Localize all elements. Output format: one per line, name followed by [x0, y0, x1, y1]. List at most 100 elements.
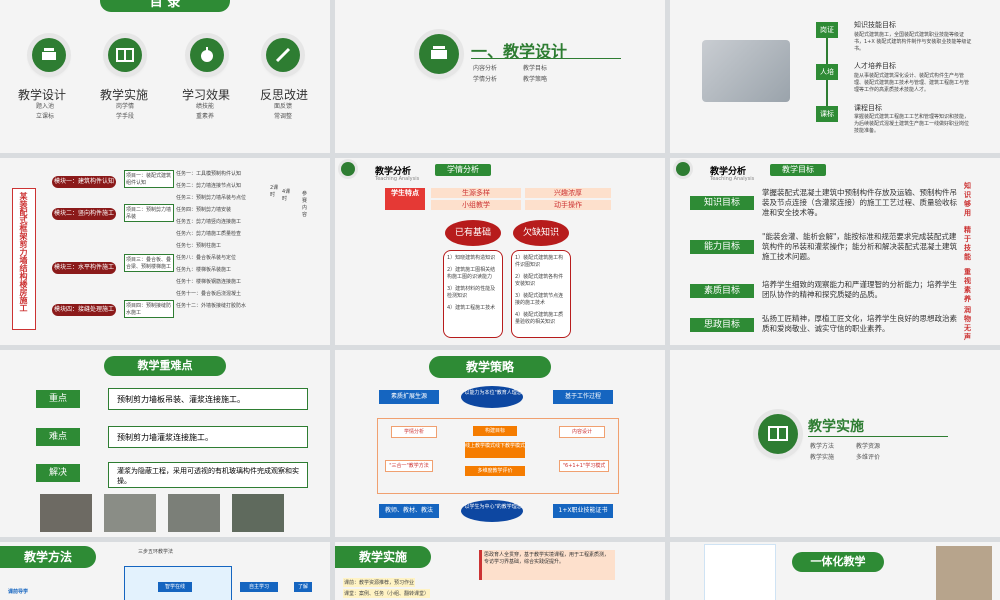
methods-note: 三步五环教学法 [138, 549, 174, 555]
contents-title: 目 录 [100, 0, 230, 12]
slide-learner-analysis[interactable]: 教学分析 学情分析 Teaching Analysis 学生特点 生源多样 兴趣… [335, 158, 665, 345]
module-1: 模块一：建筑构件认知 [52, 176, 116, 188]
bullet: 教学实施 [810, 454, 835, 461]
contents-item-3[interactable]: 学习效果 [182, 88, 231, 102]
writing-photo [702, 40, 790, 102]
bullet: 教学策略 [523, 76, 548, 83]
analysis-title: 教学分析 [710, 167, 747, 177]
goal-text: 装配式建筑施工，全国装配式建筑职业技能等级证书，1+X 装配式建筑构件制作与安装… [854, 32, 972, 52]
side-tag: 重视素养 [964, 268, 971, 303]
contents-sub: 重素养 [196, 113, 215, 120]
key-point-text: 预制剪力墙板吊装、灌浆连接施工。 [108, 388, 308, 410]
contents-sub: 常调整 [274, 113, 293, 120]
goal-ideology: 思政目标 [690, 318, 754, 332]
book-icon [108, 38, 142, 72]
strategy-node: 教师、教材、教法 [379, 504, 439, 518]
logo-dot [676, 162, 690, 176]
slide-module-structure[interactable]: 某装配式框架剪力墙结构楼房施工 模块一：建筑构件认知 模块二：竖向构件施工 模块… [0, 158, 330, 345]
lacking-list: 1）装配式建筑施工构件识图知识 2）装配式建筑各构件安装知识 3）装配式建筑节点… [511, 250, 571, 338]
goal-ability-text: "能装会灌、能析会解"，能按标准和规范要求完成装配式建筑构件的吊装和灌浆操作；能… [762, 232, 957, 261]
goal-knowledge-text: 掌握装配式混凝土建筑中预制构件存放及运输、预制构件吊装及节点连接（含灌浆连接）的… [762, 188, 957, 217]
contents-item-4[interactable]: 反思改进 [260, 88, 309, 102]
methods-label: 自主学习 [240, 582, 278, 592]
node-talent: 人培 [816, 64, 838, 80]
strategy-node: 内容设计 [559, 426, 605, 438]
goal-heading: 知识技能目标 [854, 21, 896, 29]
bullet: 教学目标 [523, 65, 548, 72]
slide-integrated[interactable]: 一体化教学 [670, 542, 1000, 600]
module-2: 模块二：竖向构件施工 [52, 208, 116, 220]
divider [808, 436, 948, 437]
goal-quality: 素质目标 [690, 284, 754, 298]
analysis-title: 教学分析 [375, 167, 412, 177]
contents-item-2[interactable]: 教学实施 [100, 88, 149, 102]
strategy-node: 线上教学模式线下教学模式 [465, 442, 525, 458]
strategy-title: 教学策略 [429, 356, 551, 378]
slide-implementation-detail[interactable]: 教学实施 思政育人全贯穿，基于教学实境课程，用于工程素质测，专访学习界基础，综合… [335, 542, 665, 600]
site-photo [40, 494, 92, 532]
task-item: 任务十：楼梯板钢筋连接施工 [176, 279, 242, 285]
existing-item: 1）知晓建筑构造知识 [447, 255, 496, 261]
task-item: 任务十一：叠合板后浇混凝土 [176, 291, 242, 297]
contents-sub: 立课标 [36, 113, 55, 120]
strategy-node: 素质扩展生源 [379, 390, 439, 404]
logo-dot [341, 162, 355, 176]
task-item: 任务七：预制柱施工 [176, 243, 222, 249]
goal-ideology-text: 弘扬工匠精神，厚植工匠文化，培养学生良好的思想政治素质和爱岗敬业、诚实守信的职业… [762, 314, 957, 333]
strategy-node: "以学生为中心"的教学理念 [461, 500, 523, 522]
goal-quality-text: 培养学生细致的观察能力和严谨理智的分析能力；培养学生团队协作的精神和探究质疑的品… [762, 280, 957, 299]
slide-section-design[interactable]: 一、教学设计 内容分析 教学目标 学情分析 教学策略 [335, 0, 665, 153]
apple-icon [190, 38, 224, 72]
vertical-title: 某装配式框架剪力墙结构楼房施工 [19, 192, 28, 312]
implementation-title: 教学实施 [335, 546, 431, 568]
slide-methods[interactable]: 教学方法 三步五环教学法 课前导学 智学在线 自主学习 了解 [0, 542, 330, 600]
slide-section-implementation[interactable]: 教学实施 教学方法 教学资源 教学实施 多维评价 [670, 350, 1000, 537]
contents-item-1[interactable]: 教学设计 [18, 88, 67, 102]
node-standard: 课标 [816, 106, 838, 122]
slide-strategy[interactable]: 教学策略 素质扩展生源 "以能力为本位"教育人理念 基于工作过程 学情分析 构建… [335, 350, 665, 537]
tab-learner[interactable]: 学情分析 [435, 164, 491, 176]
task-list: 任务一：工具模预制构件认知任务二：剪力墙连接节点认知任务三：预制剪力墙吊装与点位… [176, 168, 262, 312]
analysis-subtitle: Teaching Analysis [375, 176, 420, 182]
cell-handson: 动手操作 [525, 200, 611, 210]
slide-contents[interactable]: 目 录 教学设计 题入池 立课标 教学实施 岗学情 学手段 学习效果 绩技能 重… [0, 0, 330, 153]
methods-title: 教学方法 [0, 546, 96, 568]
project-3: 项目三：叠合板、叠合梁、预制楼梯施工 [124, 254, 174, 272]
site-photo [168, 494, 220, 532]
existing-item: 2）建筑施工图相关结构施工图的识读能力 [447, 267, 496, 280]
strategy-node: "6+1+1"学习模式 [559, 460, 609, 472]
task-item: 任务三：预制剪力墙吊装与点位 [176, 195, 247, 201]
existing-list: 1）知晓建筑构造知识 2）建筑施工图相关结构施工图的识读能力 3）建筑材料的性能… [443, 250, 503, 338]
side-tag: 精于技能 [964, 226, 971, 261]
slide-goals[interactable]: 岗证 人培 课标 知识技能目标 装配式建筑施工，全国装配式建筑职业技能等级证书，… [670, 0, 1000, 153]
slide-teaching-goals[interactable]: 教学分析 教学目标 Teaching Analysis 知识目标 掌握装配式混凝… [670, 158, 1000, 345]
class-photo [936, 546, 992, 600]
goal-text: 掌握装配式建筑工程施工工艺和管理等知识和技能，为后续装配式混凝土建筑生产施工一线… [854, 114, 970, 134]
cell-diverse: 生源多样 [431, 188, 521, 198]
bullet: 内容分析 [473, 65, 498, 72]
slide-key-difficult[interactable]: 教学重难点 重点 预制剪力墙板吊装、灌浆连接施工。 难点 预制剪力墙灌浆连接施工… [0, 350, 330, 537]
goal-knowledge: 知识目标 [690, 196, 754, 210]
book-icon [758, 414, 798, 454]
goal-text: 能从事装配式建筑深化设计、装配式构件生产与管理、装配式建筑施工技术与管理、建筑工… [854, 73, 970, 93]
task-item: 任务四：预制剪力墙安装 [176, 207, 232, 213]
task-item: 任务六：剪力墙施工质量检查 [176, 231, 242, 237]
existing-item: 3）建筑材料的性能及检测知识 [447, 286, 496, 299]
contents-sub: 面反馈 [274, 103, 293, 110]
strategy-node: 学情分析 [391, 426, 437, 438]
lacking-item: 4）装配式建筑施工质量验收的相关知识 [515, 312, 564, 325]
task-item: 任务一：工具模预制构件认知 [176, 171, 242, 177]
implementation-row: 课堂：案例、任务（小组、翻转课堂） [343, 589, 431, 598]
section-title: 一、教学设计 [471, 42, 568, 61]
project-2: 项目二：预制剪力墙吊装 [124, 204, 174, 222]
solution-text: 灌浆为隐蔽工程，采用可透视的有机玻璃构件完成观察和实操。 [108, 462, 308, 488]
module-4: 模块四：接缝处理施工 [52, 304, 116, 316]
integrated-title: 一体化教学 [792, 552, 884, 572]
methods-label: 了解 [294, 582, 312, 592]
bullet: 学情分析 [473, 76, 498, 83]
task-item: 任务二：剪力墙连接节点认知 [176, 183, 242, 189]
site-photo [104, 494, 156, 532]
chart-icon [32, 38, 66, 72]
hours-label: 4课时 [282, 189, 291, 202]
tab-goals[interactable]: 教学目标 [770, 164, 826, 176]
